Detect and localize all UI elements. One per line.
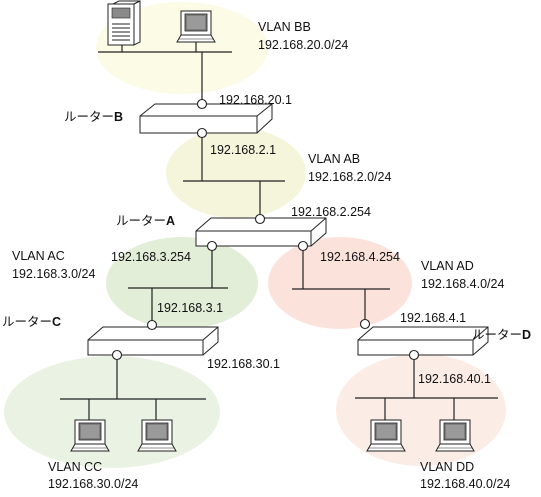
interface-port-icon [254, 213, 266, 225]
vlan-cc-name: VLAN CC [48, 460, 103, 474]
vlan-bb-name: VLAN BB [258, 20, 311, 34]
interface-port-icon [206, 240, 218, 252]
vlan-ad-area [268, 237, 412, 329]
pc-icon [70, 419, 110, 452]
vlan-dd-area [336, 354, 506, 466]
pc-icon [366, 419, 406, 452]
vlan-ad-subnet: 192.168.4.0/24 [421, 277, 505, 291]
vlan-cc-subnet: 192.168.30.0/24 [48, 477, 139, 491]
vlan-ad-name: VLAN AD [421, 259, 474, 273]
vlan-cc-area [4, 356, 220, 468]
interface-port-icon [408, 349, 420, 361]
router-a [195, 217, 327, 247]
router-b [139, 103, 273, 134]
vlan-ab-area [166, 128, 306, 218]
interface-port-icon [146, 319, 158, 331]
router-c [87, 326, 219, 356]
pc-icon [137, 419, 177, 452]
vlan-ac-subnet: 192.168.3.0/24 [12, 267, 96, 281]
vlan-dd-name: VLAN DD [420, 460, 475, 474]
router-d-label: ルーターD [472, 328, 532, 342]
vlan-ac-name: VLAN AC [12, 249, 65, 263]
router-d [357, 326, 489, 356]
ip-a-vlan-ad: 192.168.4.254 [320, 250, 400, 264]
interface-port-icon [297, 240, 309, 252]
vlan-bb-subnet: 192.168.20.0/24 [258, 38, 349, 52]
vlan-ab-name: VLAN AB [308, 152, 361, 166]
interface-port-icon [359, 318, 371, 330]
interface-port-icon [196, 98, 208, 110]
router-a-label: ルーターA [116, 214, 176, 228]
router-b-label: ルーターB [64, 110, 124, 124]
pc-icon [435, 419, 475, 452]
ip-b-vlan-ab: 192.168.2.1 [210, 143, 277, 157]
router-c-label: ルーターC [2, 315, 62, 329]
vlan-ab-subnet: 192.168.2.0/24 [308, 170, 392, 184]
ip-c-vlan-cc: 192.168.30.1 [207, 357, 280, 371]
ip-b-vlan-bb: 192.168.20.1 [219, 93, 292, 107]
vlan-dd-subnet: 192.168.40.0/24 [420, 477, 511, 491]
ip-c-vlan-ac: 192.168.3.1 [157, 301, 224, 315]
interface-port-icon [196, 127, 208, 139]
pc-icon [176, 10, 216, 43]
ip-d-vlan-dd: 192.168.40.1 [418, 372, 491, 386]
interface-port-icon [111, 349, 123, 361]
ip-a-vlan-ac: 192.168.3.254 [111, 250, 191, 264]
vlan-ac-area [106, 237, 258, 329]
server-icon [107, 0, 141, 46]
ip-a-vlan-ab: 192.168.2.254 [291, 205, 371, 219]
ip-d-vlan-ad: 192.168.4.1 [400, 311, 467, 325]
